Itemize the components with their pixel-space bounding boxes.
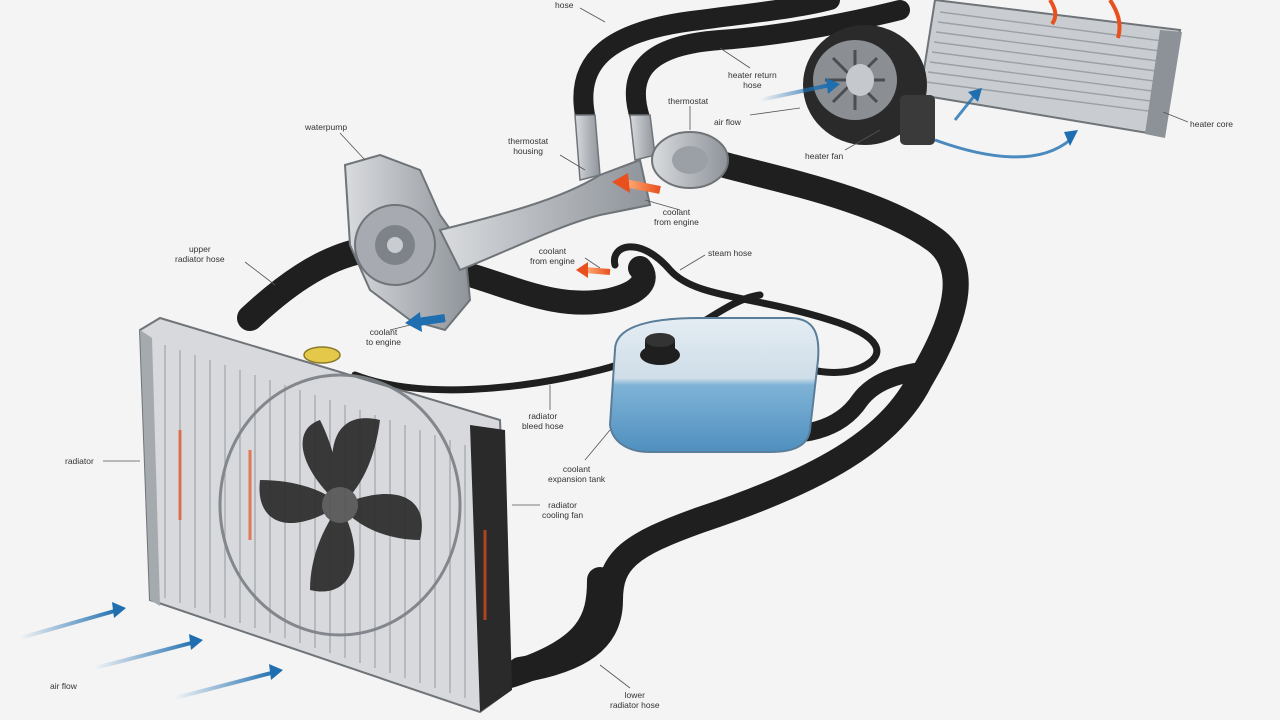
label-upper-radiator-hose: upper radiator hose (175, 244, 225, 264)
label-lower-radiator-hose: lower radiator hose (610, 690, 660, 710)
label-heater-fan: heater fan (805, 151, 844, 161)
air-flow-arrows-top (759, 78, 1078, 159)
heater-return-hose (625, 0, 910, 128)
air-flow-arrows-bottom (19, 602, 283, 700)
label-radiator-cooling-fan: radiator cooling fan (542, 500, 584, 520)
label-thermostat-housing: thermostat housing (508, 136, 549, 156)
hoses (237, 0, 969, 688)
label-coolant-to-engine: coolant to engine (366, 327, 401, 347)
lower-radiator-hose (497, 567, 613, 688)
leader-lines (103, 7, 1189, 689)
label-coolant-from-engine-upper: coolant from engine (654, 207, 699, 227)
radiator (138, 316, 512, 714)
thermostat (651, 131, 729, 189)
pump-outlet-hose (458, 256, 656, 315)
upper-radiator-hose (237, 237, 378, 331)
label-hose-top: hose (555, 0, 574, 10)
heater-fan (803, 25, 935, 145)
label-air-flow-bottom: air flow (50, 681, 77, 691)
label-coolant-expansion-tank: coolant expansion tank (548, 464, 606, 484)
label-air-flow-top: air flow (714, 117, 741, 127)
heater-core (918, 0, 1182, 138)
label-radiator: radiator (65, 456, 94, 466)
water-pump (343, 153, 472, 332)
label-waterpump: waterpump (305, 122, 348, 132)
steam-hose (611, 243, 881, 376)
label-coolant-from-engine-lower: coolant from engine (530, 246, 575, 266)
label-steam-hose: steam hose (708, 248, 752, 258)
radiator-bleed-hose (351, 291, 764, 394)
coolant-flow-arrows (405, 173, 661, 332)
coolant-expansion-tank (608, 317, 820, 453)
label-heater-return-hose: heater return hose (728, 70, 777, 90)
label-heater-core: heater core (1190, 119, 1233, 129)
heater-supply-hose (573, 0, 840, 125)
radiator-cooling-fan (218, 373, 462, 637)
label-thermostat: thermostat (668, 96, 709, 106)
label-radiator-bleed-hose: radiator bleed hose (522, 411, 564, 431)
